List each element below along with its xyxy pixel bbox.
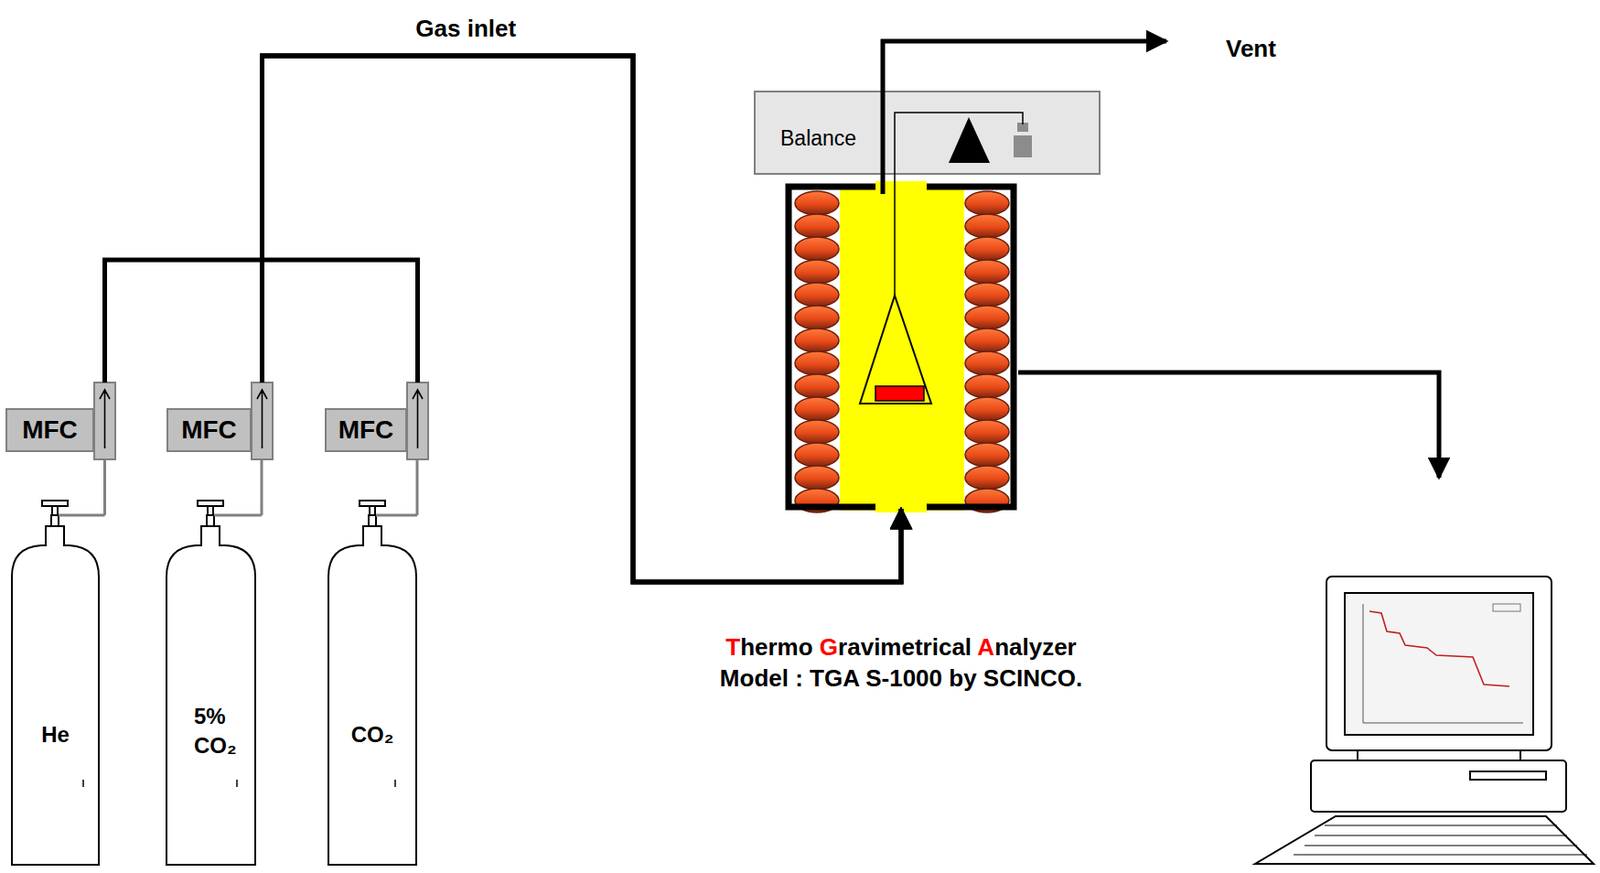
gas-line <box>262 55 903 582</box>
hang-wire <box>894 112 1023 296</box>
edge-label: Gas inlet <box>415 14 516 43</box>
balance-box: Balance <box>754 91 1100 174</box>
valve-pipe <box>58 514 418 517</box>
mfc-box: MFC <box>166 382 273 460</box>
gas-line <box>103 459 107 516</box>
vent-label: Vent <box>1225 34 1277 64</box>
gas-line <box>105 55 903 582</box>
gas-cylinder: CO₂ <box>328 498 418 865</box>
gas-cylinder: He <box>11 498 106 865</box>
instrument-name: Thermo Gravimetrical Analyzer <box>725 633 1076 662</box>
mfc-tube <box>94 382 429 460</box>
mfc-box: MFC <box>324 382 429 460</box>
gas-line <box>260 459 264 516</box>
balance-beam <box>948 117 990 163</box>
gas-line <box>416 459 419 516</box>
balance-label: Balance <box>780 126 857 151</box>
counterweight <box>1013 122 1032 158</box>
vent-pipe <box>882 41 1167 194</box>
gas-line <box>262 55 903 582</box>
sample-pan <box>859 295 932 404</box>
gas-name: 5% CO₂ <box>193 701 246 762</box>
data-line <box>1018 372 1439 478</box>
mfc-label: MFC <box>166 408 252 452</box>
gas-name: CO₂ <box>328 719 417 750</box>
sample <box>875 386 924 401</box>
tick-mark <box>83 779 396 787</box>
gas-cylinder <box>11 500 417 865</box>
furnace <box>788 181 1014 513</box>
mfc-label: MFC <box>324 408 408 452</box>
gas-cylinder: 5% CO₂ <box>166 498 262 865</box>
tga-furnace: Thermo Gravimetrical AnalyzerModel : TGA… <box>788 186 1014 507</box>
computer <box>1255 576 1594 864</box>
balance-housing <box>754 91 1100 174</box>
screen-chart <box>1363 603 1524 723</box>
model-name: Model : TGA S-1000 by SCINCO. <box>719 664 1083 693</box>
mfc-box: MFC <box>5 382 116 460</box>
gas-name: He <box>11 719 99 750</box>
mfc-label: MFC <box>5 408 95 452</box>
